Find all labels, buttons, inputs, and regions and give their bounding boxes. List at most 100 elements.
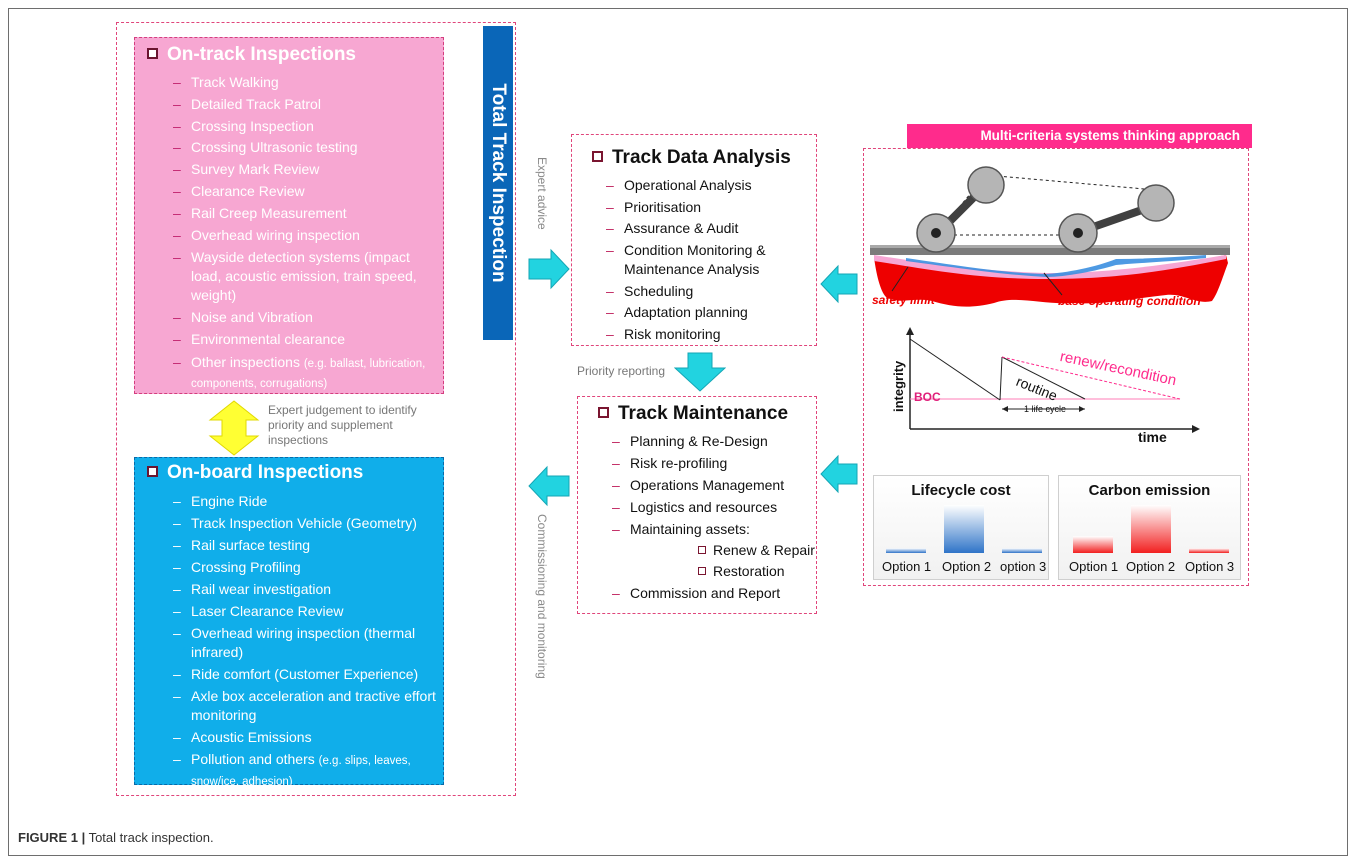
integrity-time-graph bbox=[906, 327, 1200, 433]
list-item: Operations Management bbox=[578, 474, 816, 496]
bar-option-2 bbox=[944, 505, 984, 553]
chart-title: Carbon emission bbox=[1088, 482, 1211, 499]
on-board-heading: On-board Inspections bbox=[147, 462, 363, 484]
list-item: Track Walking bbox=[135, 72, 439, 94]
bullet-square-icon bbox=[592, 151, 603, 162]
figure-frame bbox=[8, 8, 1348, 856]
list-item: Detailed Track Patrol bbox=[135, 94, 439, 116]
list-item: Condition Monitoring & Maintenance Analy… bbox=[572, 241, 816, 279]
maintaining-sublist: Renew & Repair Restoration bbox=[630, 540, 816, 582]
list-item: Adaptation planning bbox=[572, 302, 816, 324]
list-item: Wayside detection systems (impact load, … bbox=[135, 248, 439, 305]
caption-text: Total track inspection. bbox=[85, 830, 214, 845]
bar-option-1 bbox=[886, 548, 926, 553]
arrow-down-icon bbox=[674, 352, 726, 392]
figure-caption: FIGURE 1 | Total track inspection. bbox=[18, 830, 214, 845]
other-inspections-note: (e.g. ballast, lubrication, components, … bbox=[191, 357, 426, 390]
list-item: Track Inspection Vehicle (Geometry) bbox=[135, 512, 441, 534]
double-arrow-icon bbox=[208, 400, 260, 456]
list-item: Commission and Report bbox=[578, 582, 816, 604]
maintenance-title: Track Maintenance bbox=[618, 403, 789, 424]
maintenance-list: Planning & Re-Design Risk re-profiling O… bbox=[578, 430, 816, 604]
arrow-left-icon bbox=[820, 454, 858, 494]
list-item: Environmental clearance bbox=[135, 329, 439, 351]
chart-plot bbox=[886, 505, 1042, 553]
bullet-square-icon bbox=[698, 546, 706, 554]
multi-criteria-panel bbox=[863, 148, 1249, 586]
list-item: Assurance & Audit bbox=[572, 218, 816, 240]
list-item: Maintaining assets: Renew & Repair Resto… bbox=[578, 518, 816, 582]
bar-option-3 bbox=[1002, 548, 1042, 553]
commissioning-label: Commissioning and monitoring bbox=[535, 514, 549, 679]
life-cycle-label: 1 life cycle bbox=[1024, 404, 1067, 414]
carbon-emission-chart: Carbon emission Option 1 Option 2 Option… bbox=[1058, 475, 1241, 580]
maintenance-heading: Track Maintenance bbox=[598, 403, 788, 425]
tick-label: Option 1 bbox=[1069, 559, 1119, 574]
tick-label: Option 1 bbox=[882, 559, 932, 574]
analysis-heading: Track Data Analysis bbox=[592, 147, 791, 169]
sub-list-item: Restoration bbox=[630, 561, 816, 582]
pollution-label: Pollution and others bbox=[191, 751, 319, 767]
maintaining-assets-label: Maintaining assets: bbox=[630, 521, 750, 537]
list-item: Rail wear investigation bbox=[135, 578, 441, 600]
chart-title: Lifecycle cost bbox=[911, 482, 1011, 499]
on-track-inspections-box: On-track Inspections Track Walking Detai… bbox=[134, 37, 444, 394]
list-item: Crossing Profiling bbox=[135, 556, 441, 578]
tick-label: Option 2 bbox=[1126, 559, 1176, 574]
list-item: Axle box acceleration and tractive effor… bbox=[135, 687, 441, 724]
bullet-square-icon bbox=[698, 567, 706, 575]
tick-label: Option 2 bbox=[942, 559, 992, 574]
on-board-title: On-board Inspections bbox=[167, 462, 364, 483]
expert-advice-label: Expert advice bbox=[535, 157, 549, 230]
list-item: Risk re-profiling bbox=[578, 452, 816, 474]
list-item: Prioritisation bbox=[572, 197, 816, 219]
chart-plot bbox=[1073, 505, 1229, 553]
on-track-heading: On-track Inspections bbox=[147, 44, 356, 66]
bullet-square-icon bbox=[147, 466, 158, 477]
on-track-title: On-track Inspections bbox=[167, 44, 356, 65]
list-item: Other inspections (e.g. ballast, lubrica… bbox=[135, 353, 439, 393]
list-item: Overhead wiring inspection (thermal infr… bbox=[135, 624, 441, 661]
bar-option-3 bbox=[1189, 548, 1229, 553]
restoration-label: Restoration bbox=[713, 563, 785, 579]
base-operating-label: base operating condition bbox=[1058, 294, 1201, 308]
arrow-left-icon bbox=[528, 465, 570, 507]
boc-label: BOC bbox=[914, 390, 941, 404]
list-item: Survey Mark Review bbox=[135, 159, 439, 181]
list-item: Laser Clearance Review bbox=[135, 600, 441, 622]
integrity-axis-label: integrity bbox=[891, 360, 906, 412]
total-track-inspection-label: Total Track Inspection bbox=[488, 83, 509, 283]
other-inspections-label: Other inspections bbox=[191, 353, 304, 370]
bullet-square-icon bbox=[598, 407, 609, 418]
bar-option-1 bbox=[1073, 536, 1113, 553]
sub-list-item: Renew & Repair bbox=[630, 540, 816, 561]
priority-reporting-label: Priority reporting bbox=[577, 364, 666, 378]
list-item: Ride comfort (Customer Experience) bbox=[135, 663, 441, 685]
analysis-title: Track Data Analysis bbox=[612, 147, 791, 168]
safety-limit-label: safety limit bbox=[872, 293, 935, 307]
analysis-list: Operational Analysis Prioritisation Assu… bbox=[572, 175, 816, 345]
expert-judgement-text: Expert judgement to identify priority an… bbox=[268, 403, 417, 447]
list-item: Acoustic Emissions bbox=[135, 726, 441, 748]
tick-label: Option 3 bbox=[1185, 559, 1235, 574]
renew-repair-label: Renew & Repair bbox=[713, 542, 815, 558]
list-item: Operational Analysis bbox=[572, 175, 816, 197]
list-item: Crossing Inspection bbox=[135, 116, 439, 138]
multi-criteria-header: Multi-criteria systems thinking approach bbox=[907, 124, 1252, 148]
time-axis-label: time bbox=[1138, 429, 1167, 445]
track-wheelset-illustration bbox=[870, 166, 1230, 307]
list-item: Overhead wiring inspection bbox=[135, 225, 439, 247]
list-item: Planning & Re-Design bbox=[578, 430, 816, 452]
pollution-note: (e.g. slips, leaves, snow/ice, adhesion) bbox=[191, 755, 411, 788]
list-item: Engine Ride bbox=[135, 490, 441, 512]
list-item: Pollution and others (e.g. slips, leaves… bbox=[135, 750, 441, 791]
lifecycle-cost-chart: Lifecycle cost Option 1 Option 2 option … bbox=[873, 475, 1049, 580]
list-item: Rail surface testing bbox=[135, 534, 441, 556]
bar-option-2 bbox=[1131, 505, 1171, 553]
list-item: Rail Creep Measurement bbox=[135, 203, 439, 225]
track-maintenance-box: Track Maintenance Planning & Re-Design R… bbox=[577, 396, 817, 614]
total-track-inspection-bar: Total Track Inspection bbox=[483, 26, 513, 340]
track-data-analysis-box: Track Data Analysis Operational Analysis… bbox=[571, 134, 817, 346]
list-item: Scheduling bbox=[572, 281, 816, 303]
inspections-container bbox=[116, 22, 516, 796]
